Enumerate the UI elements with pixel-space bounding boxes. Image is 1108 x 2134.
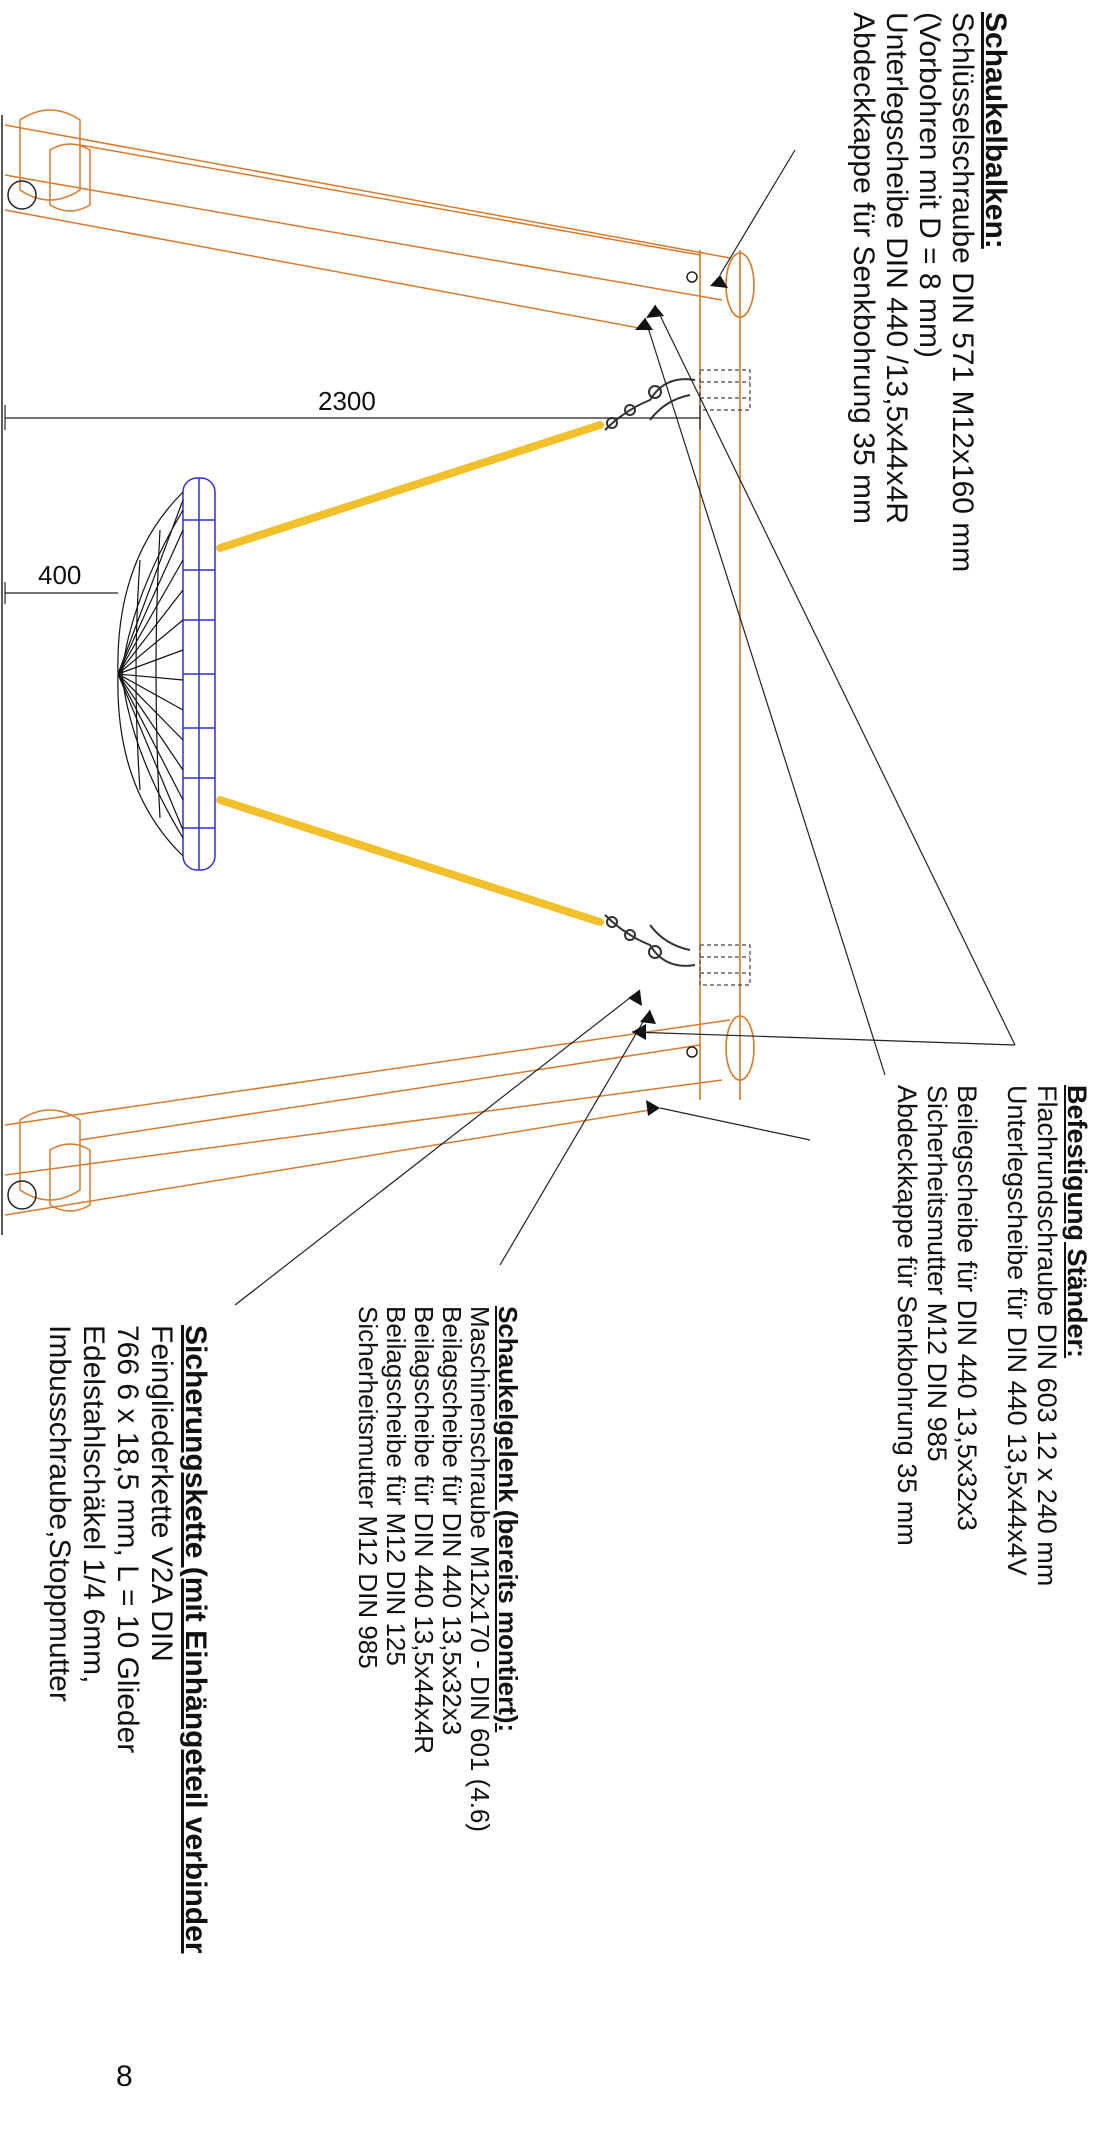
schaukelbalken-line: Unterlegscheibe DIN 440 /13,5x44x4R [880,12,913,524]
leader-arrowheads [628,275,728,1116]
dimension-label-400: 400 [38,560,82,590]
sicherungskette-line: 766 6 x 18,5 mm, L = 10 Glieder [111,1325,144,1754]
swing-ropes [216,421,604,926]
dimension-400 [4,582,118,604]
sicherungskette-line: Imbusschraube,Stoppmutter [43,1325,76,1702]
schaukelgelenk-line: Beilagscheibe für DIN 440 13,5x44x4R [409,1306,439,1755]
schaukelgelenk-line: Sicherheitsmutter M12 DIN 985 [353,1306,383,1669]
schaukelgelenk-line: Maschinenschraube M12x170 - DIN 601 (4.6… [465,1306,495,1833]
leader-lines [234,149,1016,1306]
schaukelgelenk-heading: Schaukelgelenk (bereits montiert): [493,1306,523,1733]
lower-bolt-hole [686,1046,698,1058]
nest-seat-net [117,491,184,857]
lower-leg-pipe [7,1180,37,1210]
schaukelbalken-line: (Vorbohren mit D = 8 mm) [913,12,946,358]
schaukelgelenk-block: Schaukelgelenk (bereits montiert): Masch… [353,1306,523,1833]
upper-swing-hinge [699,369,751,411]
page-number: 8 [116,2060,133,2093]
sicherungskette-line: Edelstahlschäkel 1/4 6mm, [77,1325,110,1684]
nest-seat-ring [182,477,216,871]
schaukelbalken-heading: Schaukelbalken: [979,12,1012,249]
befestigung-heading: Befestigung Ständer: [1062,1085,1092,1359]
sicherungskette-heading: Sicherungskette (mit Einhängeteil verbin… [179,1325,212,1954]
upper-leg-pipe [7,180,37,210]
schaukelbalken-block: Schaukelbalken: Schlüsselschraube DIN 57… [847,12,1012,572]
lower-legs [4,1019,731,1216]
dimension-2300 [4,405,701,430]
upper-bolt-hole [686,271,698,283]
befestigung-staender-block: Befestigung Ständer: Flachrundschraube D… [892,1085,1092,1586]
befestigung-spacer [982,1085,1002,1586]
sicherungskette-block: Sicherungskette (mit Einhängeteil verbin… [42,1325,212,1953]
befestigung-line: Abdeckkappe für Senkbohrung 35 mm [892,1085,922,1546]
befestigung-line: Sicherheitsmutter M12 DIN 985 [922,1085,952,1462]
swing-beam [699,250,755,1100]
lower-safety-chain [604,914,696,967]
lower-swing-hinge [699,944,751,986]
schaukelgelenk-line: Beilagscheibe für M12 DIN 125 [381,1306,411,1666]
sicherungskette-line: Feingliederkette V2A DIN [145,1325,178,1662]
befestigung-line: Flachrundschraube DIN 603 12 x 240 mm [1032,1085,1062,1587]
schaukelgelenk-line: Beilagscheibe für DIN 440 13,5x32x3 [437,1306,467,1736]
schaukelbalken-line: Schlüsselschraube DIN 571 M12x160 mm [946,12,979,573]
dimension-label-2300: 2300 [318,386,376,416]
upper-safety-chain [604,378,696,431]
befestigung-line: Beilegscheibe für DIN 440 13,5x32x3 [952,1085,982,1531]
befestigung-line: Unterlegscheibe für DIN 440 13,5x44x4V [1002,1085,1032,1576]
upper-legs [4,109,731,331]
schaukelbalken-line: Abdeckkappe für Senkbohrung 35 mm [847,12,880,524]
